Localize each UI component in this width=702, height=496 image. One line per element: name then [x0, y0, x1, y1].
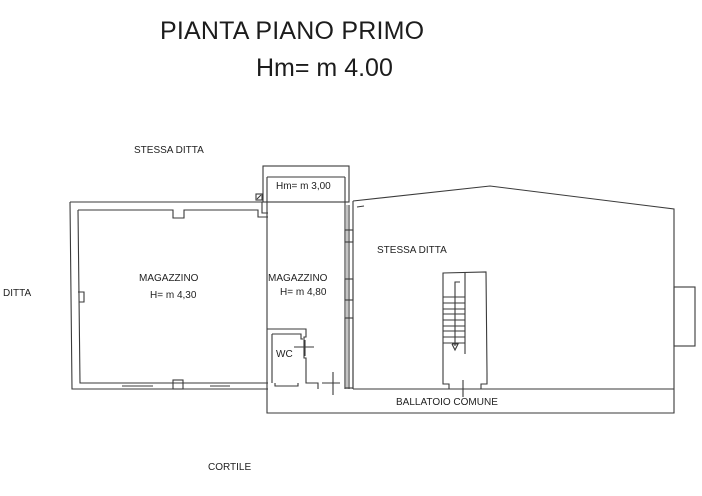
stair: [442, 271, 488, 397]
label-ditta-left: DITTA: [3, 288, 32, 299]
label-ballatoio-comune: BALLATOIO COMUNE: [396, 397, 498, 408]
label-magazzino-2-height: H= m 4,80: [280, 287, 327, 298]
plan-title: PIANTA PIANO PRIMO: [160, 17, 425, 45]
wc-walls: [267, 328, 340, 395]
label-stessa-ditta-top: STESSA DITTA: [134, 145, 204, 156]
label-magazzino-1: MAGAZZINO: [139, 273, 199, 284]
label-cortile: CORTILE: [208, 462, 252, 473]
annex-walls: [255, 165, 350, 389]
magazzino-2-walls: [344, 205, 354, 389]
plan-height: Hm= m 4.00: [256, 54, 393, 82]
label-magazzino-1-height: H= m 4,30: [150, 290, 197, 301]
label-wc: WC: [276, 349, 293, 360]
label-stessa-ditta-right: STESSA DITTA: [377, 245, 447, 256]
stessa-ditta-right-walls: [266, 185, 696, 414]
label-annex-height: Hm= m 3,00: [276, 181, 331, 192]
label-magazzino-2: MAGAZZINO: [268, 273, 328, 284]
magazzino-1-walls: [69, 201, 268, 390]
